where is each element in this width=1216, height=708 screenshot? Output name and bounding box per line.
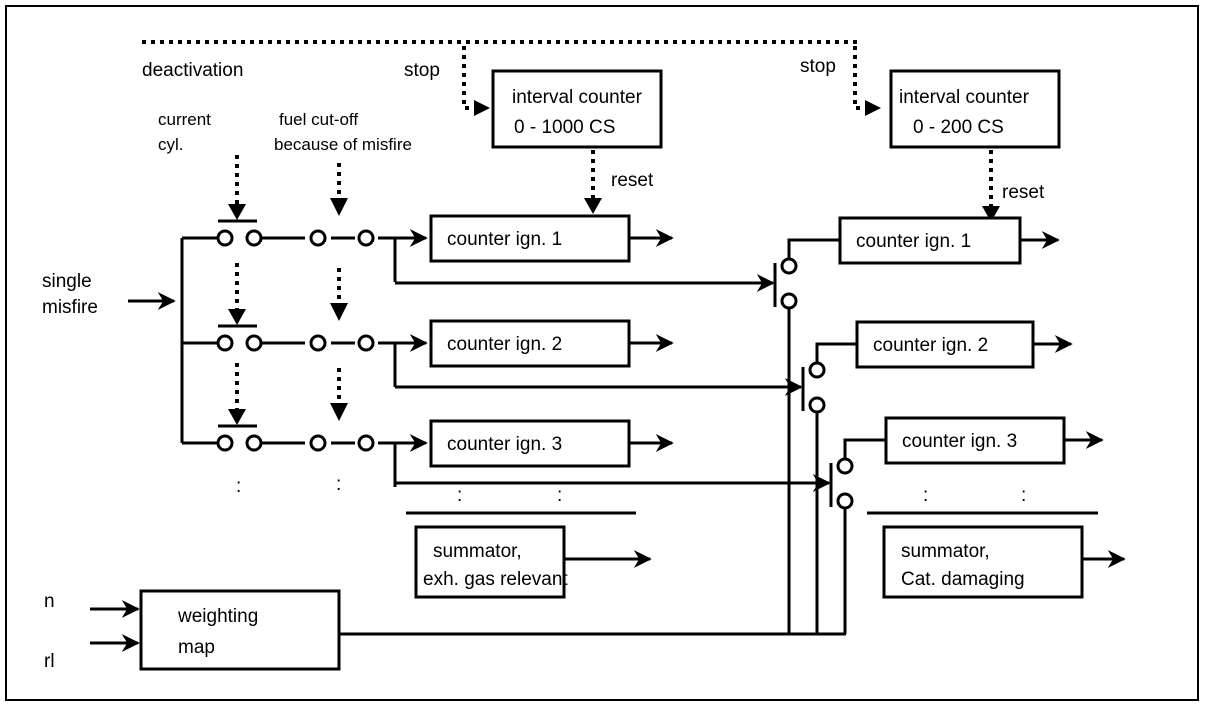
- current-cyl-label-line1: current: [158, 110, 211, 129]
- fuel-cutoff-label-line2: because of misfire: [274, 135, 412, 154]
- single-misfire-label-line1: single: [42, 271, 92, 292]
- left-counter-label: counter ign. 2: [447, 334, 562, 355]
- gate-contact-bottom: [836, 492, 854, 510]
- interval-counter-1000-line1: interval counter: [512, 87, 643, 108]
- summator-exh-gas: summator, exh. gas relevant: [414, 525, 652, 599]
- fuel-cutoff-arrowhead: [330, 303, 348, 321]
- summator-exh-gas-line2: exh. gas relevant: [423, 569, 568, 590]
- right-counter-ign-2: counter ign. 2: [855, 320, 1035, 369]
- left-counter-label: counter ign. 3: [447, 434, 562, 455]
- switch-contact: [309, 334, 327, 352]
- gate-3: counter ign. 3: [395, 416, 1104, 634]
- ellipsis-current-cyl: :: [236, 476, 241, 497]
- fuel-cutoff-label-line1: fuel cut-off: [279, 110, 358, 129]
- reset-signal-2: [982, 150, 1000, 222]
- switch-contact: [357, 229, 375, 247]
- left-counter-ign-2: counter ign. 2: [429, 319, 631, 368]
- gate-1: counter ign. 1: [395, 216, 1060, 634]
- left-counter-label: counter ign. 1: [447, 229, 562, 250]
- reset-signal-1: [584, 150, 602, 214]
- interval-counter-200-line2: 0 - 200 CS: [913, 117, 1004, 138]
- switch-contact: [245, 229, 263, 247]
- gate-output-wire: [787, 238, 840, 259]
- switch-contact: [309, 229, 327, 247]
- interval-counter-1000: interval counter 0 - 1000 CS: [491, 69, 663, 149]
- left-counter-ign-1: counter ign. 1: [429, 214, 631, 263]
- summator-cat-line2: Cat. damaging: [901, 569, 1025, 590]
- right-counter-ign-3: counter ign. 3: [884, 416, 1066, 465]
- gate-output-wire: [843, 438, 886, 459]
- ellipsis-right-counter-b: :: [1021, 485, 1026, 506]
- gate-output-wire: [815, 342, 857, 363]
- summator-cat-line1: summator,: [901, 541, 990, 562]
- switch-contact: [245, 434, 263, 452]
- stop-label-2: stop: [800, 56, 836, 77]
- switch-contact: [357, 334, 375, 352]
- input-rl-label: rl: [44, 651, 55, 672]
- right-counter-ign-1: counter ign. 1: [838, 216, 1022, 265]
- summator-cat-damaging: summator, Cat. damaging: [882, 525, 1126, 599]
- fuel-cutoff-arrowhead: [330, 198, 348, 216]
- right-counter-label: counter ign. 3: [902, 431, 1017, 452]
- gate-contact-bottom: [808, 396, 826, 414]
- counter-box: [855, 320, 1035, 369]
- diagram-frame: [5, 5, 1199, 701]
- ellipsis-fuel-cutoff: :: [336, 474, 341, 495]
- fuel-cutoff-arrowhead: [330, 403, 348, 421]
- cylinder-row-1: counter ign. 1: [215, 155, 674, 282]
- interval-counter-200-line1: interval counter: [899, 87, 1030, 108]
- counter-box: [429, 419, 631, 468]
- weighting-map-line2: map: [178, 637, 215, 658]
- switch-contact: [245, 334, 263, 352]
- cyl-select-arrowhead: [228, 409, 246, 425]
- ellipsis-left-counter-a: :: [457, 485, 462, 506]
- weighting-map-line1: weighting: [177, 606, 258, 627]
- counter-box: [429, 214, 631, 263]
- switch-contact: [216, 434, 234, 452]
- weighting-map: weighting map: [139, 589, 341, 671]
- reset-label-2: reset: [1002, 182, 1045, 203]
- counter-box: [884, 416, 1066, 465]
- reset-label-1: reset: [611, 170, 654, 191]
- cylinder-row-3: counter ign. 3: [215, 363, 674, 487]
- ellipsis-left-counter-b: :: [557, 485, 562, 506]
- current-cyl-label-line2: cyl.: [158, 135, 184, 154]
- misfire-bus: [180, 236, 215, 445]
- right-counter-label: counter ign. 2: [873, 335, 988, 356]
- gate-contact-top: [808, 361, 826, 379]
- input-n-label: n: [44, 591, 55, 612]
- deactivation-signal: [142, 40, 881, 116]
- stop-label-1: stop: [404, 60, 440, 81]
- switch-contact: [309, 434, 327, 452]
- ellipsis-right-counter-a: :: [923, 485, 928, 506]
- interval-counter-1000-line2: 0 - 1000 CS: [514, 117, 615, 138]
- deactivation-label: deactivation: [142, 60, 243, 81]
- switch-contact: [357, 434, 375, 452]
- gate-contact-top: [836, 457, 854, 475]
- gate-contact-bottom: [780, 292, 798, 310]
- gate-2: counter ign. 2: [395, 320, 1073, 634]
- summator-exh-gas-line1: summator,: [433, 541, 522, 562]
- switch-contact: [216, 229, 234, 247]
- right-counter-label: counter ign. 1: [856, 231, 971, 252]
- single-misfire-label-line2: misfire: [42, 297, 98, 318]
- cyl-select-arrowhead: [228, 309, 246, 325]
- interval-counter-200: interval counter 0 - 200 CS: [889, 69, 1061, 149]
- cyl-select-arrowhead: [228, 204, 246, 220]
- cylinder-row-2: counter ign. 2: [215, 263, 674, 387]
- left-counter-ign-3: counter ign. 3: [429, 419, 631, 468]
- counter-box: [429, 319, 631, 368]
- switch-contact: [216, 334, 234, 352]
- gate-contact-top: [780, 257, 798, 275]
